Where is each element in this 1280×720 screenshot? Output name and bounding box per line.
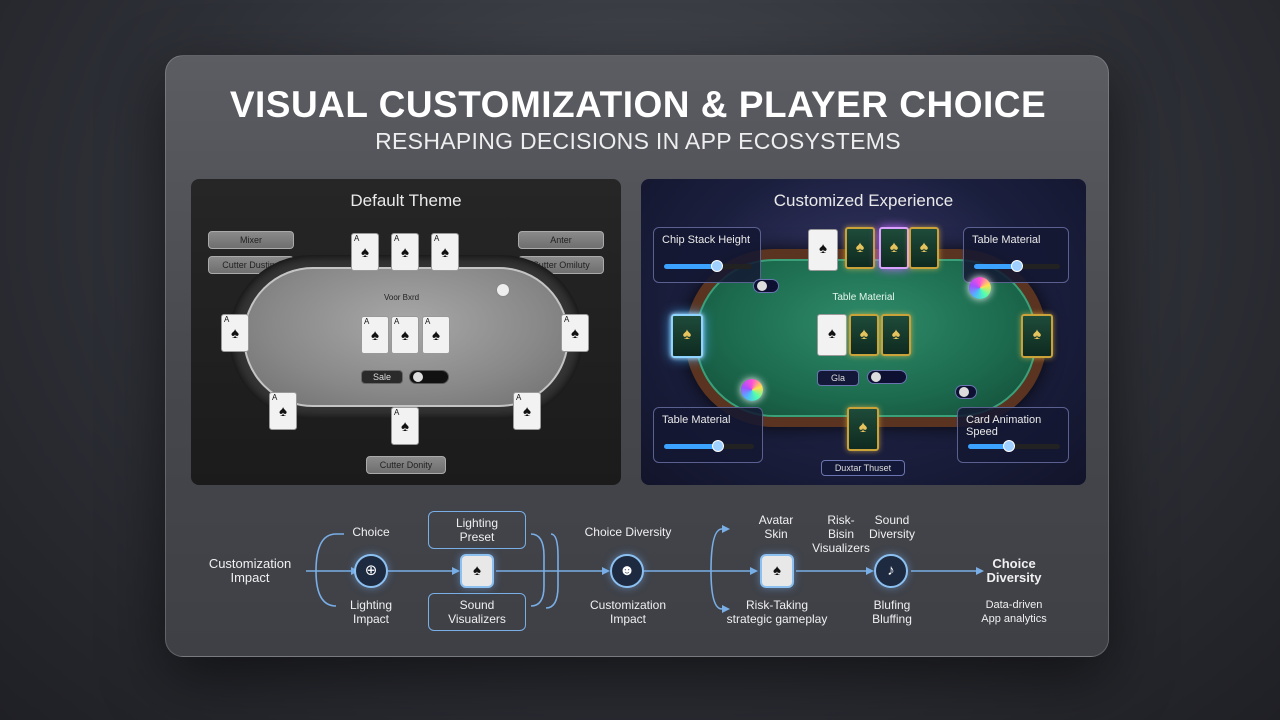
slider-knob[interactable] bbox=[1011, 260, 1023, 272]
player-card[interactable]: A♠ bbox=[513, 392, 541, 430]
player-card[interactable]: A♠ bbox=[351, 233, 379, 271]
player-card[interactable]: ♠ bbox=[845, 227, 875, 269]
default-poker-table bbox=[229, 255, 583, 419]
flow-sound-visualizers-box[interactable]: Sound Visualizers bbox=[428, 593, 526, 631]
main-panel: VISUAL CUSTOMIZATION & PLAYER CHOICE RES… bbox=[165, 55, 1109, 657]
player-card[interactable]: A♠ bbox=[391, 233, 419, 271]
flow-end-title: Choice Diversity bbox=[986, 556, 1042, 585]
table-material-slider-bottom[interactable] bbox=[664, 440, 754, 452]
custom-theme-card: Customized Experience Chip Stack Height … bbox=[641, 179, 1086, 485]
community-card: ♠ bbox=[881, 314, 911, 356]
flow-end-sub: Data-driven App analytics bbox=[981, 599, 1047, 625]
sound-icon[interactable]: ♪ bbox=[874, 554, 908, 588]
slider-knob[interactable] bbox=[710, 260, 723, 272]
flow-arrow bbox=[530, 533, 545, 607]
gla-label: Gla bbox=[817, 370, 859, 386]
flow-bluffing-label: Blufing Bluffing bbox=[872, 598, 912, 626]
slider-knob[interactable] bbox=[1003, 440, 1016, 452]
dealer-button-icon bbox=[496, 283, 510, 297]
slider-fill bbox=[974, 264, 1017, 269]
community-card: ♠ bbox=[849, 314, 879, 356]
flow-start-label: Customization Impact bbox=[208, 556, 292, 585]
player-card[interactable]: A♠ bbox=[431, 233, 459, 271]
widget-label: Card Animation Speed bbox=[966, 414, 1042, 438]
widget-label: Table Material bbox=[662, 414, 731, 426]
slider-fill bbox=[664, 444, 718, 449]
widget-label: Chip Stack Height bbox=[662, 234, 751, 246]
flow-connectors bbox=[306, 525, 984, 613]
card-animation-speed-widget: Card Animation Speed bbox=[957, 407, 1069, 463]
custom-toggle-right[interactable] bbox=[955, 385, 977, 399]
default-theme-card: Default Theme Mixer Cutter Dusting Anter… bbox=[191, 179, 621, 485]
player-card[interactable]: ♠ bbox=[1021, 314, 1053, 358]
default-setting-pill-3[interactable]: Anter bbox=[518, 231, 604, 249]
user-icon[interactable]: ☻ bbox=[610, 554, 644, 588]
player-card[interactable]: ♠ bbox=[671, 314, 703, 358]
community-card: A♠ bbox=[422, 316, 450, 354]
default-setting-pill-1[interactable]: Mixer bbox=[208, 231, 294, 249]
flow-choice-label: Choice bbox=[352, 525, 390, 539]
table-material-widget-top: Table Material bbox=[963, 227, 1069, 283]
custom-toggle-center[interactable] bbox=[867, 370, 907, 384]
default-theme-title: Default Theme bbox=[350, 191, 462, 210]
player-card[interactable]: A♠ bbox=[391, 407, 419, 445]
flow-customization-impact-mid: Customization Impact bbox=[589, 598, 667, 626]
player-card[interactable]: ♠ bbox=[879, 227, 909, 269]
table-center-label: Voor Bxrd bbox=[384, 293, 420, 302]
flow-choice-diversity-mid: Choice Diversity bbox=[584, 525, 672, 539]
custom-toggle-left[interactable] bbox=[753, 279, 779, 293]
community-card: A♠ bbox=[361, 316, 389, 354]
flow-risk-bias-label: Risk- Bisin Visualizers bbox=[812, 513, 870, 555]
slider-fill bbox=[968, 444, 1010, 449]
flow-sound-diversity-label: Sound Diversity bbox=[868, 513, 915, 541]
community-card: A♠ bbox=[391, 316, 419, 354]
player-card[interactable]: ♠ bbox=[909, 227, 939, 269]
flow-arrow bbox=[710, 570, 723, 610]
custom-theme-title: Customized Experience bbox=[773, 191, 954, 210]
table-center-label: Table Material bbox=[832, 292, 895, 303]
slider-fill bbox=[664, 264, 717, 269]
default-setting-pill-5[interactable]: Cutter Donity bbox=[366, 456, 446, 474]
table-material-widget-bottom: Table Material bbox=[653, 407, 763, 463]
card-animation-speed-slider[interactable] bbox=[968, 440, 1060, 452]
flow-risk-taking-label: Risk-Taking strategic gameplay bbox=[726, 598, 828, 626]
player-card[interactable]: ♠ bbox=[847, 407, 879, 451]
slider-knob[interactable] bbox=[712, 440, 724, 452]
color-orb-icon[interactable] bbox=[741, 379, 763, 401]
table-material-slider-top[interactable] bbox=[974, 260, 1060, 272]
page-subtitle: RESHAPING DECISIONS IN APP ECOSYSTEMS bbox=[375, 128, 901, 154]
player-card[interactable]: A♠ bbox=[269, 392, 297, 430]
playing-card-icon[interactable]: ♠ bbox=[760, 554, 794, 588]
widget-label: Table Material bbox=[972, 234, 1041, 246]
page-title: VISUAL CUSTOMIZATION & PLAYER CHOICE bbox=[229, 84, 1047, 125]
flow-lighting-impact-label: Lighting Impact bbox=[349, 598, 393, 626]
flow-avatar-skin-label: Avatar Skin bbox=[758, 513, 794, 541]
flow-arrow bbox=[545, 533, 559, 609]
player-card[interactable]: A♠ bbox=[561, 314, 589, 352]
flow-arrow bbox=[710, 528, 723, 572]
color-orb-icon[interactable] bbox=[969, 277, 991, 299]
player-card[interactable]: ♠ bbox=[808, 229, 838, 271]
player-card[interactable]: A♠ bbox=[221, 314, 249, 352]
flow-arrow bbox=[315, 533, 344, 572]
playing-card-icon[interactable]: ♠ bbox=[460, 554, 494, 588]
sale-label: Sale bbox=[361, 370, 403, 384]
chip-stack-height-widget: Chip Stack Height bbox=[653, 227, 761, 283]
custom-bottom-pill[interactable]: Duxtar Thuset bbox=[821, 460, 905, 476]
default-toggle[interactable] bbox=[409, 370, 449, 384]
community-card: ♠ bbox=[817, 314, 847, 356]
flow-lighting-preset-box[interactable]: Lighting Preset bbox=[428, 511, 526, 549]
globe-icon[interactable]: ⊕ bbox=[354, 554, 388, 588]
chip-stack-height-slider[interactable] bbox=[664, 260, 752, 272]
flow-arrow bbox=[315, 570, 337, 607]
